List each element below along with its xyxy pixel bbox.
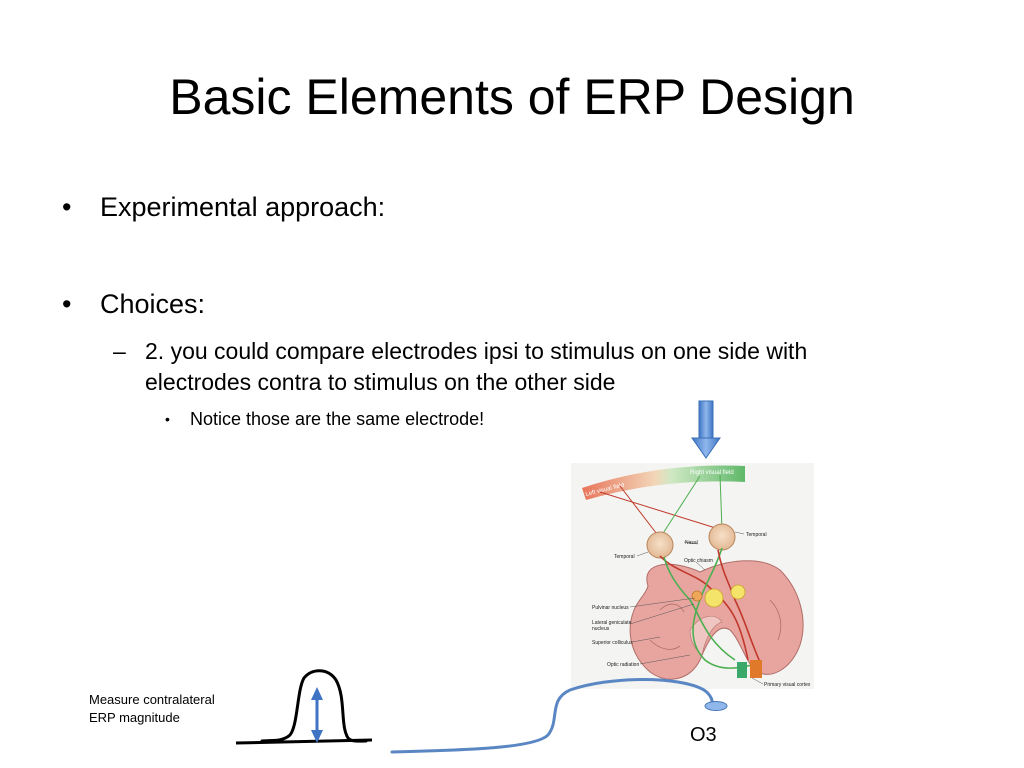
electrode-wire [390,678,714,754]
amplitude-arrow-up-icon [311,687,323,700]
label-lateral-geniculate-line2: nucleus [592,626,610,632]
bullet-marker: • [62,192,72,222]
pulvinar-nucleus-shape [730,584,746,600]
electrode-o3-label: O3 [690,724,717,746]
brain-sulci [649,599,782,650]
electrode-cable [390,678,728,754]
label-superior-colliculus: Superior colliculus [592,640,633,646]
lateral-geniculate-nucleus [704,588,724,608]
amplitude-arrow-down-icon [311,730,323,743]
erp-waveform-sketch [235,669,373,745]
visual-pathway-diagram: Left visual field Right visual field [571,463,814,689]
measure-contralateral-label: Measure contralateral ERP magnitude [89,691,249,727]
right-visual-field-label: Right visual field [690,470,734,476]
right-visual-cortex [750,660,762,678]
label-optic-chiasm: Optic chiasm [684,558,713,564]
right-eye [708,523,736,551]
label-temporal-right: Temporal [746,532,767,538]
stimulus-arrow-icon [691,400,721,459]
left-visual-cortex [737,662,747,678]
label-primary-visual-cortex: Primary visual cortex [764,682,811,688]
label-lateral-geniculate-line1: Lateral geniculate [592,620,632,626]
sub-bullet-marker: – [113,338,126,364]
measure-label-line2: ERP magnitude [89,710,180,725]
sub-sub-bullet-text: Notice those are the same electrode! [190,409,485,429]
bullet-text: Experimental approach: [100,192,386,222]
sub-bullet-text: 2. you could compare electrodes ipsi to … [145,338,808,395]
superior-colliculus-shape [691,590,703,602]
waveform-peak [260,669,368,743]
visual-field-arc [582,465,745,500]
bullet-marker: • [62,289,72,319]
bullet-text: Choices: [100,289,206,319]
label-optic-radiation: Optic radiation [607,662,639,668]
measure-label-line1: Measure contralateral [89,692,215,707]
label-temporal-left: Temporal [614,554,635,560]
left-eye [646,531,674,559]
label-pulvinar-nucleus: Pulvinar nucleus [592,605,629,611]
label-lateral-geniculate: Lateral geniculate nucleus [592,620,633,632]
slide-title: Basic Elements of ERP Design [169,69,855,125]
electrode-tip-icon [704,701,728,711]
label-nasal: Nasal [685,540,698,546]
sub-sub-bullet-marker: • [165,411,170,427]
